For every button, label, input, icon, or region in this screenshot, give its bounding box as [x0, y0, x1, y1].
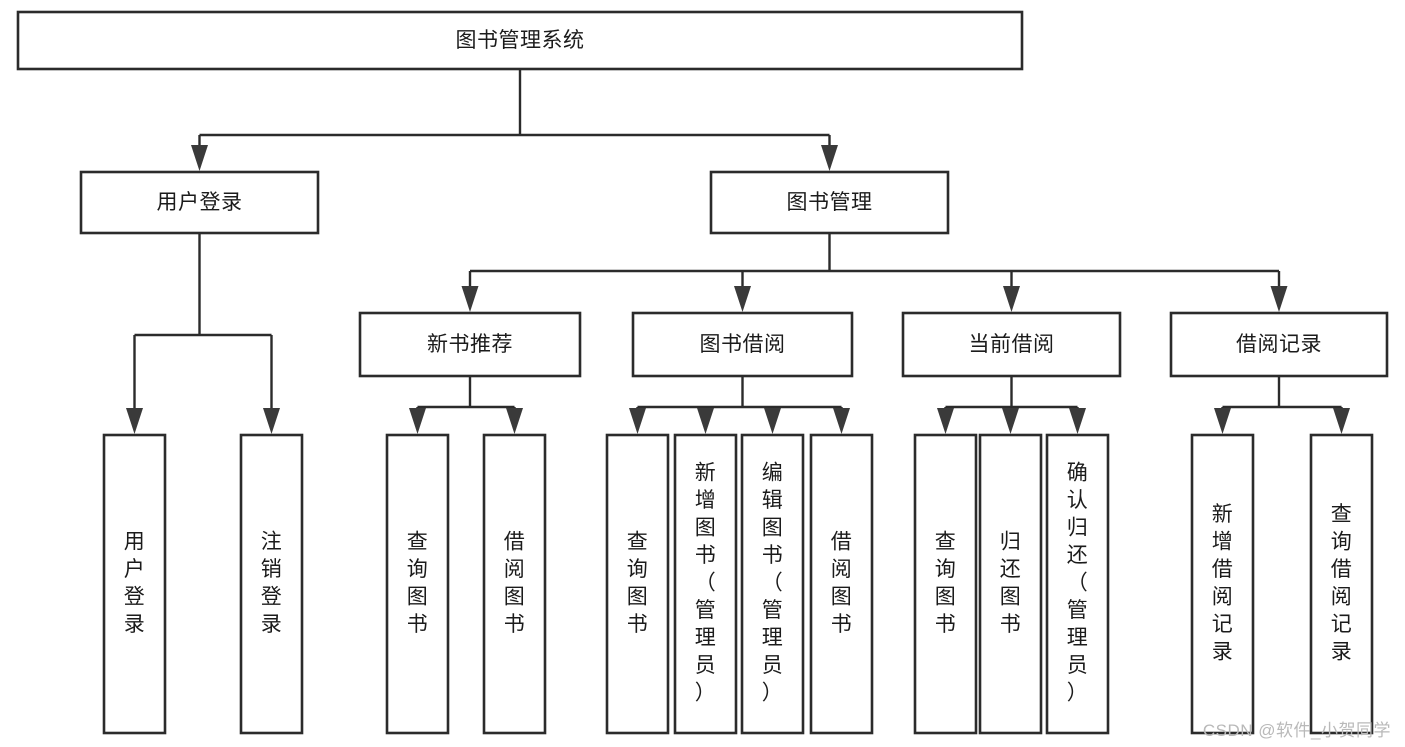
node-leaf-user-login[interactable]: 用户登录 — [102, 433, 167, 735]
arrowhead-icon — [191, 145, 208, 171]
node-box — [709, 170, 950, 235]
node-label: 查询图书 — [627, 530, 649, 636]
node-leaf-edit-book[interactable]: 编辑图书（管理员） — [740, 433, 805, 735]
node-layer: 图书管理系统用户登录图书管理新书推荐图书借阅当前借阅借阅记录用户登录注销登录查询… — [16, 10, 1389, 735]
node-leaf-logout[interactable]: 注销登录 — [239, 433, 304, 735]
node-borrow-record[interactable]: 借阅记录 — [1169, 311, 1389, 378]
node-box — [740, 433, 805, 735]
node-box — [16, 10, 1024, 71]
node-label: 查询借阅记录 — [1331, 503, 1353, 664]
arrowhead-icon — [409, 408, 426, 434]
node-label: 注销登录 — [261, 530, 283, 636]
arrowhead-icon — [1270, 286, 1288, 312]
node-box — [673, 433, 738, 735]
node-leaf-confirm-return[interactable]: 确认归还（管理员） — [1045, 433, 1110, 735]
node-box — [102, 433, 167, 735]
node-label: 当前借阅 — [969, 333, 1055, 356]
node-box — [901, 311, 1122, 378]
node-new-book-rec[interactable]: 新书推荐 — [358, 311, 582, 378]
node-box — [1045, 433, 1110, 735]
node-root[interactable]: 图书管理系统 — [16, 10, 1024, 71]
node-label: 编辑图书（管理员） — [762, 462, 784, 705]
arrowhead-icon — [821, 145, 838, 171]
arrowhead-icon — [1003, 286, 1020, 312]
connector-layer — [126, 69, 1350, 434]
arrowhead-icon — [126, 408, 143, 434]
arrowhead-icon — [263, 408, 280, 434]
arrowhead-icon — [1214, 408, 1231, 434]
node-leaf-return-book[interactable]: 归还图书 — [978, 433, 1043, 735]
node-book-manage[interactable]: 图书管理 — [709, 170, 950, 235]
node-book-borrow[interactable]: 图书借阅 — [631, 311, 854, 378]
arrowhead-icon — [506, 408, 523, 434]
arrowhead-icon — [734, 286, 751, 312]
node-label: 确认归还（管理员） — [1067, 462, 1089, 705]
node-label: 查询图书 — [935, 530, 957, 636]
node-label: 图书管理 — [787, 191, 873, 214]
node-label: 图书管理系统 — [456, 29, 585, 52]
node-leaf-add-record[interactable]: 新增借阅记录 — [1190, 433, 1255, 735]
node-box — [385, 433, 450, 735]
node-label: 查询图书 — [407, 530, 429, 636]
node-box — [1309, 433, 1374, 735]
node-box — [605, 433, 670, 735]
node-box — [239, 433, 304, 735]
node-label: 新增图书（管理员） — [695, 462, 717, 705]
node-leaf-borrow-book-2[interactable]: 借阅图书 — [809, 433, 874, 735]
arrowhead-icon — [833, 408, 850, 434]
arrowhead-icon — [1002, 408, 1019, 434]
node-box — [978, 433, 1043, 735]
node-box — [809, 433, 874, 735]
node-box — [358, 311, 582, 378]
node-label: 借阅图书 — [504, 530, 526, 636]
node-box — [79, 170, 320, 235]
arrowhead-icon — [1333, 408, 1350, 434]
node-label: 新书推荐 — [427, 333, 513, 356]
node-label: 用户登录 — [124, 530, 146, 636]
node-label: 用户登录 — [157, 191, 243, 214]
node-box — [913, 433, 978, 735]
arrowhead-icon — [937, 408, 954, 434]
node-label: 归还图书 — [1000, 530, 1022, 636]
node-leaf-borrow-book-1[interactable]: 借阅图书 — [482, 433, 547, 735]
node-label: 新增借阅记录 — [1212, 503, 1234, 664]
node-label: 借阅记录 — [1236, 333, 1322, 356]
arrowhead-icon — [629, 408, 646, 434]
node-leaf-query-book-3[interactable]: 查询图书 — [913, 433, 978, 735]
node-label: 图书借阅 — [700, 333, 786, 356]
node-box — [1190, 433, 1255, 735]
node-leaf-query-record[interactable]: 查询借阅记录 — [1309, 433, 1374, 735]
arrowhead-icon — [764, 408, 781, 434]
node-current-borrow[interactable]: 当前借阅 — [901, 311, 1122, 378]
node-box — [631, 311, 854, 378]
node-leaf-query-book-2[interactable]: 查询图书 — [605, 433, 670, 735]
arrowhead-icon — [461, 286, 479, 312]
node-box — [1169, 311, 1389, 378]
node-user-login[interactable]: 用户登录 — [79, 170, 320, 235]
node-leaf-add-book[interactable]: 新增图书（管理员） — [673, 433, 738, 735]
node-leaf-query-book-1[interactable]: 查询图书 — [385, 433, 450, 735]
node-box — [482, 433, 547, 735]
arrowhead-icon — [697, 408, 714, 434]
node-label: 借阅图书 — [831, 530, 853, 636]
arrowhead-icon — [1069, 408, 1086, 434]
